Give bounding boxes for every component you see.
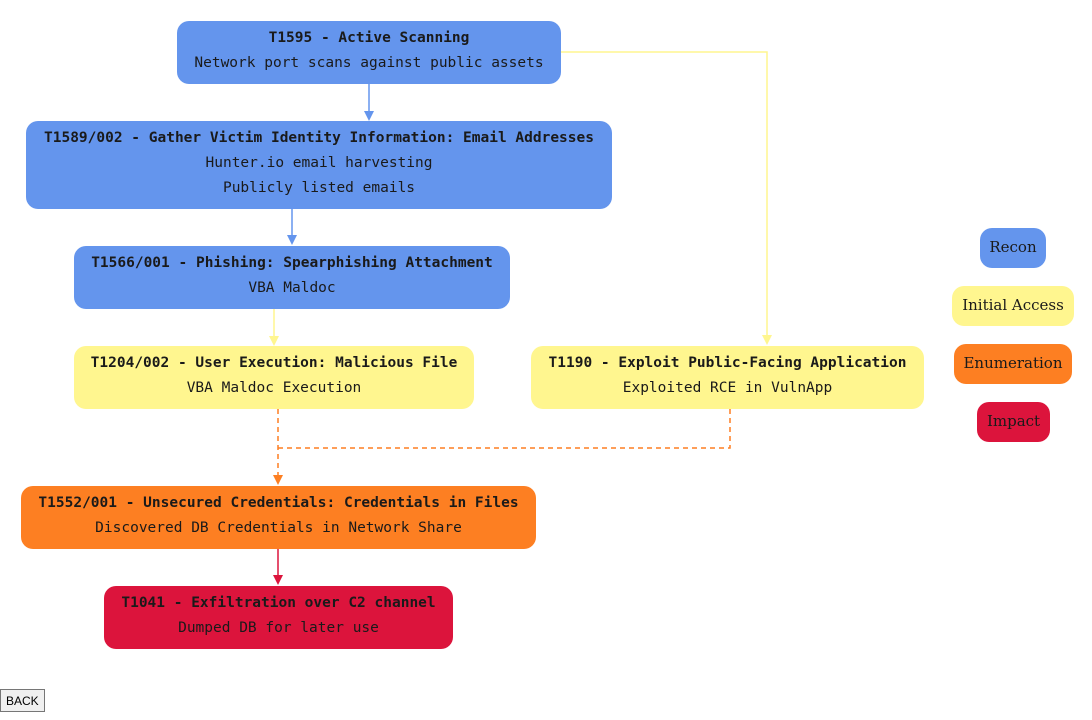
node-detail: Network port scans against public assets bbox=[194, 55, 544, 71]
legend-label: Enumeration bbox=[963, 354, 1063, 372]
legend-label: Recon bbox=[989, 238, 1037, 256]
arrowhead bbox=[273, 475, 283, 485]
node-unsecured-credentials: T1552/001 - Unsecured Credentials: Crede… bbox=[21, 486, 536, 549]
node-exfiltration-c2: T1041 - Exfiltration over C2 channel Dum… bbox=[104, 586, 453, 649]
node-detail: Exploited RCE in VulnApp bbox=[622, 380, 833, 396]
arrowhead bbox=[364, 111, 374, 121]
back-button[interactable]: BACK bbox=[0, 689, 45, 712]
node-title: T1552/001 - Unsecured Credentials: Crede… bbox=[38, 495, 519, 511]
legend-label: Initial Access bbox=[962, 296, 1064, 314]
node-phishing-spearphishing: T1566/001 - Phishing: Spearphishing Atta… bbox=[74, 246, 510, 309]
arrowhead bbox=[273, 575, 283, 585]
legend-recon: Recon bbox=[980, 228, 1046, 268]
node-title: T1190 - Exploit Public-Facing Applicatio… bbox=[548, 355, 907, 371]
node-active-scanning: T1595 - Active Scanning Network port sca… bbox=[177, 21, 561, 84]
arrowhead bbox=[762, 335, 772, 345]
node-gather-victim-identity: T1589/002 - Gather Victim Identity Infor… bbox=[26, 121, 612, 209]
node-detail: Hunter.io email harvesting bbox=[205, 155, 433, 171]
node-title: T1204/002 - User Execution: Malicious Fi… bbox=[90, 355, 458, 371]
legend-enumeration: Enumeration bbox=[954, 344, 1072, 384]
legend-initial-access: Initial Access bbox=[952, 286, 1074, 326]
node-detail: Publicly listed emails bbox=[222, 180, 416, 196]
legend-label: Impact bbox=[986, 412, 1041, 430]
node-title: T1595 - Active Scanning bbox=[268, 30, 470, 46]
node-title: T1589/002 - Gather Victim Identity Infor… bbox=[44, 130, 594, 146]
arrowhead bbox=[287, 235, 297, 245]
edge-exploit-public-app-to-unsecured-credentials bbox=[278, 409, 731, 449]
node-detail: VBA Maldoc bbox=[248, 280, 336, 296]
arrowhead bbox=[269, 336, 279, 346]
node-detail: VBA Maldoc Execution bbox=[186, 380, 362, 396]
legend-impact: Impact bbox=[977, 402, 1050, 442]
node-exploit-public-facing-app: T1190 - Exploit Public-Facing Applicatio… bbox=[531, 346, 924, 409]
node-user-execution: T1204/002 - User Execution: Malicious Fi… bbox=[74, 346, 474, 409]
node-detail: Discovered DB Credentials in Network Sha… bbox=[95, 520, 462, 536]
node-title: T1566/001 - Phishing: Spearphishing Atta… bbox=[91, 255, 493, 271]
node-title: T1041 - Exfiltration over C2 channel bbox=[121, 595, 436, 611]
node-detail: Dumped DB for later use bbox=[178, 620, 379, 636]
